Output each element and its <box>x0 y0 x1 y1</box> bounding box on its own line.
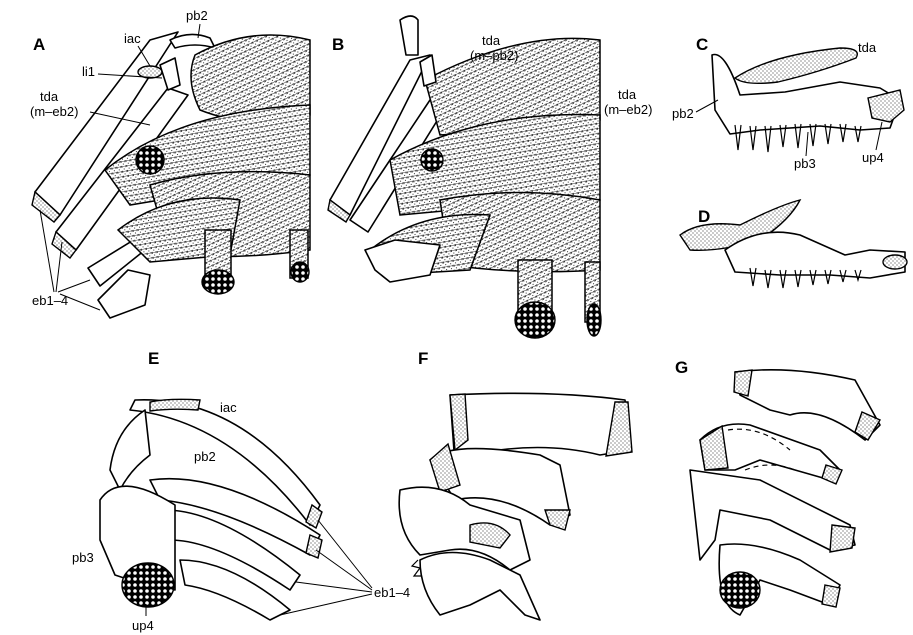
ligament-li1 <box>160 58 180 90</box>
panel-d: D <box>680 200 907 288</box>
g-eb-cartilage-4 <box>822 585 840 607</box>
g-eb-cartilage-2b <box>822 465 842 484</box>
panel-label-d: D <box>698 207 710 226</box>
panel-g: G <box>675 358 880 615</box>
leader-e-eb3 <box>296 582 372 592</box>
panel-e: E iac pb2 pb3 up4 eb1–4 <box>72 349 410 633</box>
panel-b: B tda (m–pb2) tda (m–eb2) <box>328 16 652 338</box>
f-eb-cartilage-2b <box>545 510 570 530</box>
label-a-pb2: pb2 <box>186 8 208 23</box>
label-b-tda-2: tda <box>618 87 637 102</box>
panel-label-f: F <box>418 349 428 368</box>
panel-f: F <box>399 349 632 620</box>
panel-label-b: B <box>332 35 344 54</box>
label-c-up4: up4 <box>862 150 884 165</box>
panel-a: A pb2 iac li1 tda (m–eb2) eb1–4 <box>30 8 310 318</box>
panel-label-e: E <box>148 349 159 368</box>
cross-section-a2 <box>202 270 234 294</box>
label-e-iac: iac <box>220 400 237 415</box>
label-b-tda: tda <box>482 33 501 48</box>
c-tda-plate <box>735 48 857 83</box>
panel-label-c: C <box>696 35 708 54</box>
d-pharyngeal-plate <box>725 232 905 278</box>
label-c-tda: tda <box>858 40 877 55</box>
b-cross-section-2 <box>515 302 555 338</box>
label-a-iac: iac <box>124 31 141 46</box>
g-eb-cartilage-3 <box>830 525 855 552</box>
panel-c: C tda pb2 pb3 up4 <box>672 35 904 171</box>
leader-a-eb1 <box>40 210 54 292</box>
label-e-eb14: eb1–4 <box>374 585 410 600</box>
label-b-m-eb2: (m–eb2) <box>604 102 652 117</box>
label-e-up4: up4 <box>132 618 154 633</box>
g-tooth-patch <box>720 572 760 608</box>
label-c-pb2: pb2 <box>672 106 694 121</box>
b-epibranchial-4 <box>365 240 440 282</box>
b-cross-section-3 <box>587 304 601 336</box>
label-c-pb3: pb3 <box>794 156 816 171</box>
e-iac <box>150 399 200 411</box>
panel-label-a: A <box>33 35 45 54</box>
d-tooth-patch <box>883 255 907 269</box>
g-eb-cartilage-top <box>734 370 752 396</box>
leader-e-eb2 <box>316 550 372 590</box>
cross-section-a1 <box>136 146 164 174</box>
e-pb2 <box>110 410 150 490</box>
cross-section-a3 <box>291 262 309 282</box>
label-a-li1: li1 <box>82 64 95 79</box>
panel-label-g: G <box>675 358 688 377</box>
label-a-tda: tda <box>40 89 59 104</box>
label-b-m-pb2: (m–pb2) <box>470 48 518 63</box>
leader-a-eb3 <box>58 280 90 292</box>
e-up4 <box>122 563 174 607</box>
leader-e-eb1 <box>318 520 372 588</box>
b-cross-section-1 <box>421 149 443 171</box>
pharyngobranchial-2 <box>170 34 215 48</box>
b-pharyngobranchial-2 <box>400 16 418 55</box>
interarcual-cartilage <box>138 66 162 78</box>
leader-c-pb3 <box>806 132 808 156</box>
label-a-m-eb2: (m–eb2) <box>30 104 78 119</box>
label-e-pb3: pb3 <box>72 550 94 565</box>
label-e-pb2: pb2 <box>194 449 216 464</box>
leader-e-eb4 <box>280 594 372 615</box>
